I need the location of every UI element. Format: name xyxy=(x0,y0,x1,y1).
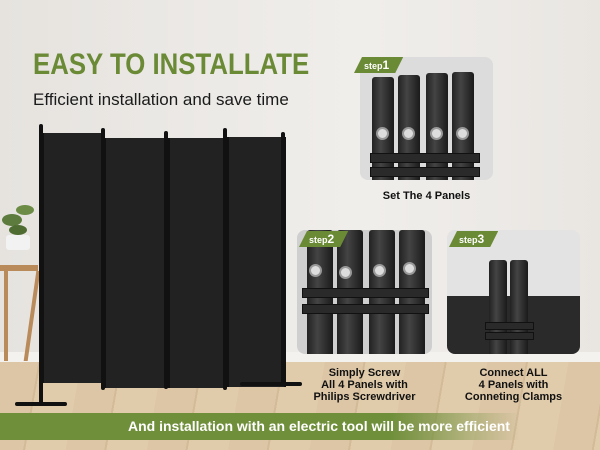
caption-line: Simply Screw xyxy=(328,367,401,379)
screw-icon xyxy=(430,127,443,140)
step-tag-number: 3 xyxy=(477,232,485,246)
screw-icon xyxy=(376,127,389,140)
divider-panel xyxy=(227,137,286,387)
step-tag-label: step xyxy=(459,235,478,245)
page-title: EASY TO INSTALLATE xyxy=(33,48,310,81)
step1-photo xyxy=(360,57,493,180)
divider-pole xyxy=(164,131,168,389)
step3-caption: Connect ALL 4 Panels with Conneting Clam… xyxy=(447,367,580,403)
clamp xyxy=(485,332,534,340)
caption-line: Connect ALL xyxy=(479,367,548,379)
step-tag-label: step xyxy=(364,61,383,71)
divider-pole xyxy=(101,128,105,390)
step-tag-label: step xyxy=(309,235,328,245)
bottom-banner: And installation with an electric tool w… xyxy=(0,413,520,440)
pole-image xyxy=(452,72,474,180)
step2-caption: Simply Screw All 4 Panels with Philips S… xyxy=(297,367,432,403)
divider-panel xyxy=(104,138,168,388)
caption-line: Set The 4 Panels xyxy=(382,190,471,202)
plant-icon xyxy=(0,190,40,250)
clamp xyxy=(485,322,534,330)
pole-image xyxy=(510,260,528,354)
page-subtitle: Efficient installation and save time xyxy=(33,90,289,109)
pole-image xyxy=(489,260,507,354)
clamp xyxy=(370,167,480,177)
step2-tag: step2 xyxy=(299,231,348,247)
clamp xyxy=(370,153,480,163)
divider-panel xyxy=(42,133,104,383)
divider-pole xyxy=(281,132,285,384)
step1-tag: step1 xyxy=(354,57,403,73)
side-table xyxy=(0,265,38,271)
divider-panel xyxy=(168,138,227,388)
screw-icon xyxy=(373,264,386,277)
divider-foot xyxy=(15,402,67,406)
step-tag-number: 1 xyxy=(382,58,390,72)
screw-icon xyxy=(402,127,415,140)
step1-caption: Set The 4 Panels xyxy=(360,190,493,202)
table-leg xyxy=(4,271,8,361)
caption-line: Philips Screwdriver xyxy=(313,391,416,403)
screw-icon xyxy=(309,264,322,277)
step2-photo xyxy=(297,230,432,354)
divider-pole xyxy=(39,124,43,404)
banner-text: And installation with an electric tool w… xyxy=(128,418,510,434)
step3-tag: step3 xyxy=(449,231,498,247)
caption-line: 4 Panels with xyxy=(478,379,549,391)
caption-line: All 4 Panels with xyxy=(321,379,408,391)
step-tag-number: 2 xyxy=(327,232,335,246)
screw-icon xyxy=(456,127,469,140)
divider-foot xyxy=(240,382,302,386)
baseboard xyxy=(0,352,600,362)
divider-pole xyxy=(223,128,227,390)
step3-photo xyxy=(447,230,580,354)
clamp xyxy=(302,288,429,298)
screw-icon xyxy=(339,266,352,279)
screw-icon xyxy=(403,262,416,275)
caption-line: Conneting Clamps xyxy=(464,391,563,403)
clamp xyxy=(302,304,429,314)
